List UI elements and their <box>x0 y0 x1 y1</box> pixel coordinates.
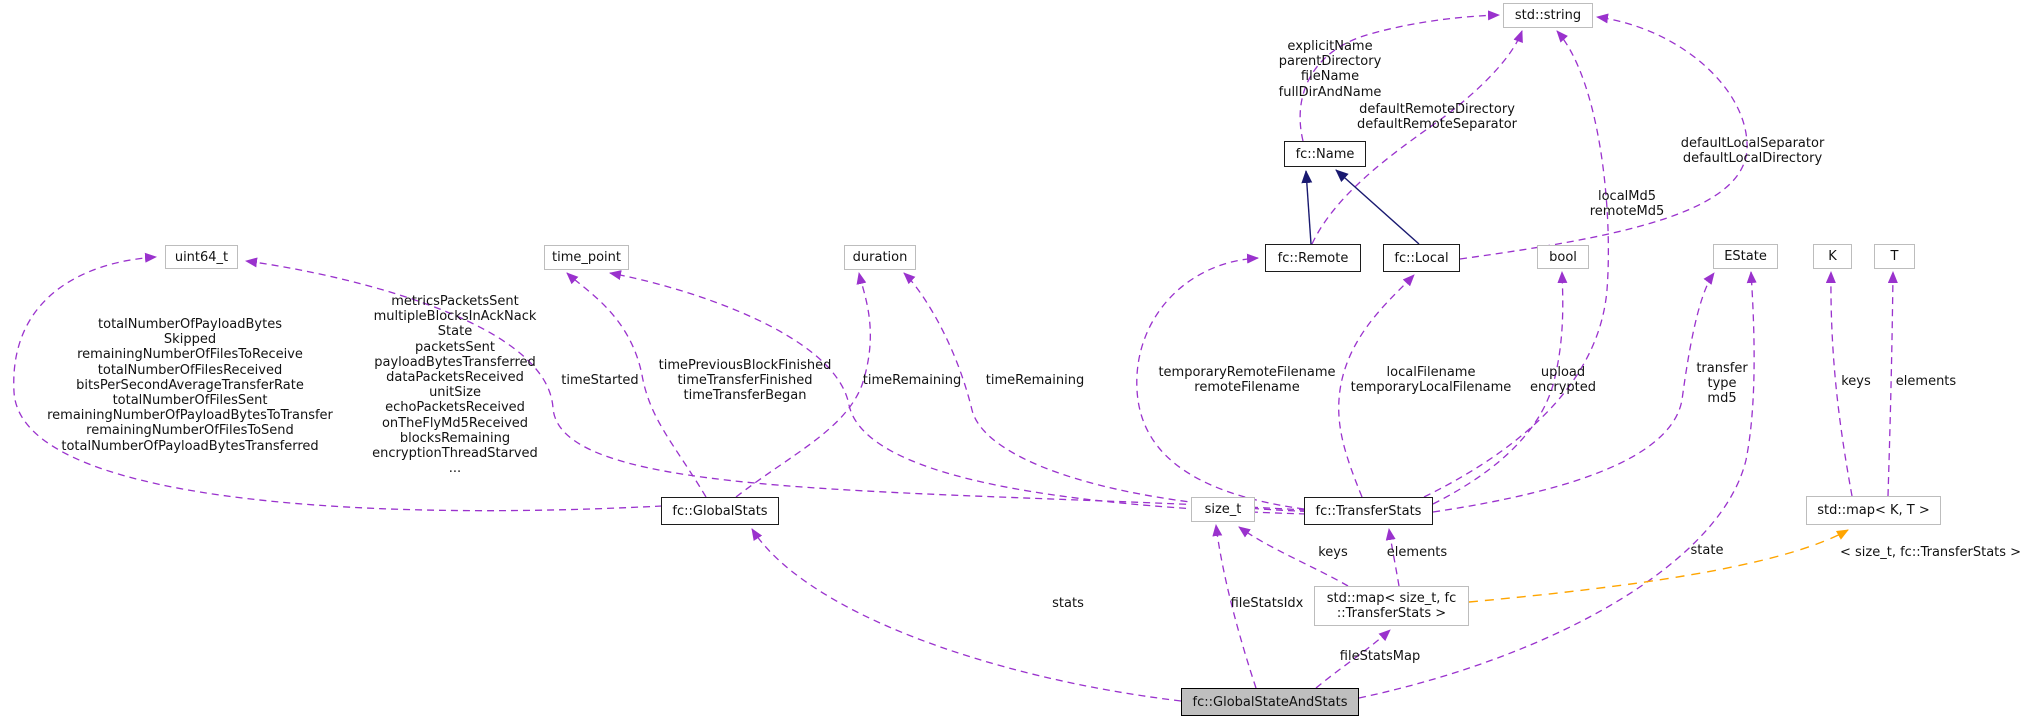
node-fc-local[interactable]: fc::Local <box>1383 244 1460 272</box>
node-fc-transferstats[interactable]: fc::TransferStats <box>1304 497 1433 525</box>
node-fc-remote[interactable]: fc::Remote <box>1265 244 1361 272</box>
edge-local-name-inheritance <box>1335 169 1420 245</box>
edge-mapinst-mapkt-template <box>1468 529 1849 603</box>
edge-transferstats-remote <box>1136 253 1305 510</box>
edge-transferstats-bool <box>1432 271 1568 505</box>
node-uint64-t: uint64_t <box>165 245 238 269</box>
edge-main-sizet <box>1212 524 1257 689</box>
edge-globalstats-duration <box>735 272 871 498</box>
edge-remote-string <box>1311 30 1523 245</box>
edge-mapkt-t <box>1887 271 1898 497</box>
edge-name-string <box>1299 10 1500 142</box>
edge-transferstats-local <box>1338 274 1415 498</box>
node-t: T <box>1874 244 1915 269</box>
node-std-string: std::string <box>1503 3 1593 28</box>
edge-mapinst-sizet <box>1238 526 1349 587</box>
node-size-t: size_t <box>1191 497 1255 522</box>
edge-globalstats-timepoint <box>566 272 707 498</box>
node-std-map-kt: std::map< K, T > <box>1806 496 1941 525</box>
edge-remote-name-inheritance <box>1301 170 1313 245</box>
edge-mapkt-k <box>1825 271 1853 497</box>
node-k: K <box>1813 244 1852 269</box>
edge-transferstats-uint64 <box>245 257 1307 511</box>
edge-mapinst-transferstats <box>1385 528 1400 587</box>
node-bool: bool <box>1537 245 1589 269</box>
node-estate: EState <box>1713 244 1778 269</box>
edge-main-mapinst <box>1315 629 1391 689</box>
edge-transferstats-estate <box>1432 272 1715 513</box>
edge-local-string <box>1459 13 1748 260</box>
edge-globalstats-uint64 <box>13 252 663 512</box>
node-std-map-instance: std::map< size_t, fc ::TransferStats > <box>1314 586 1469 626</box>
edge-transferstats-timepoint <box>609 270 1307 515</box>
node-fc-globalstateandstats: fc::GlobalStateAndStats <box>1181 688 1359 716</box>
node-fc-name[interactable]: fc::Name <box>1284 141 1366 167</box>
node-time-point: time_point <box>544 245 629 270</box>
edge-transferstats-duration <box>903 272 1332 513</box>
edge-transferstats-string <box>1423 30 1609 498</box>
edge-main-estate <box>1358 271 1757 699</box>
node-duration: duration <box>844 245 916 270</box>
node-fc-globalstats[interactable]: fc::GlobalStats <box>661 497 779 525</box>
edge-main-globalstats <box>751 528 1182 702</box>
